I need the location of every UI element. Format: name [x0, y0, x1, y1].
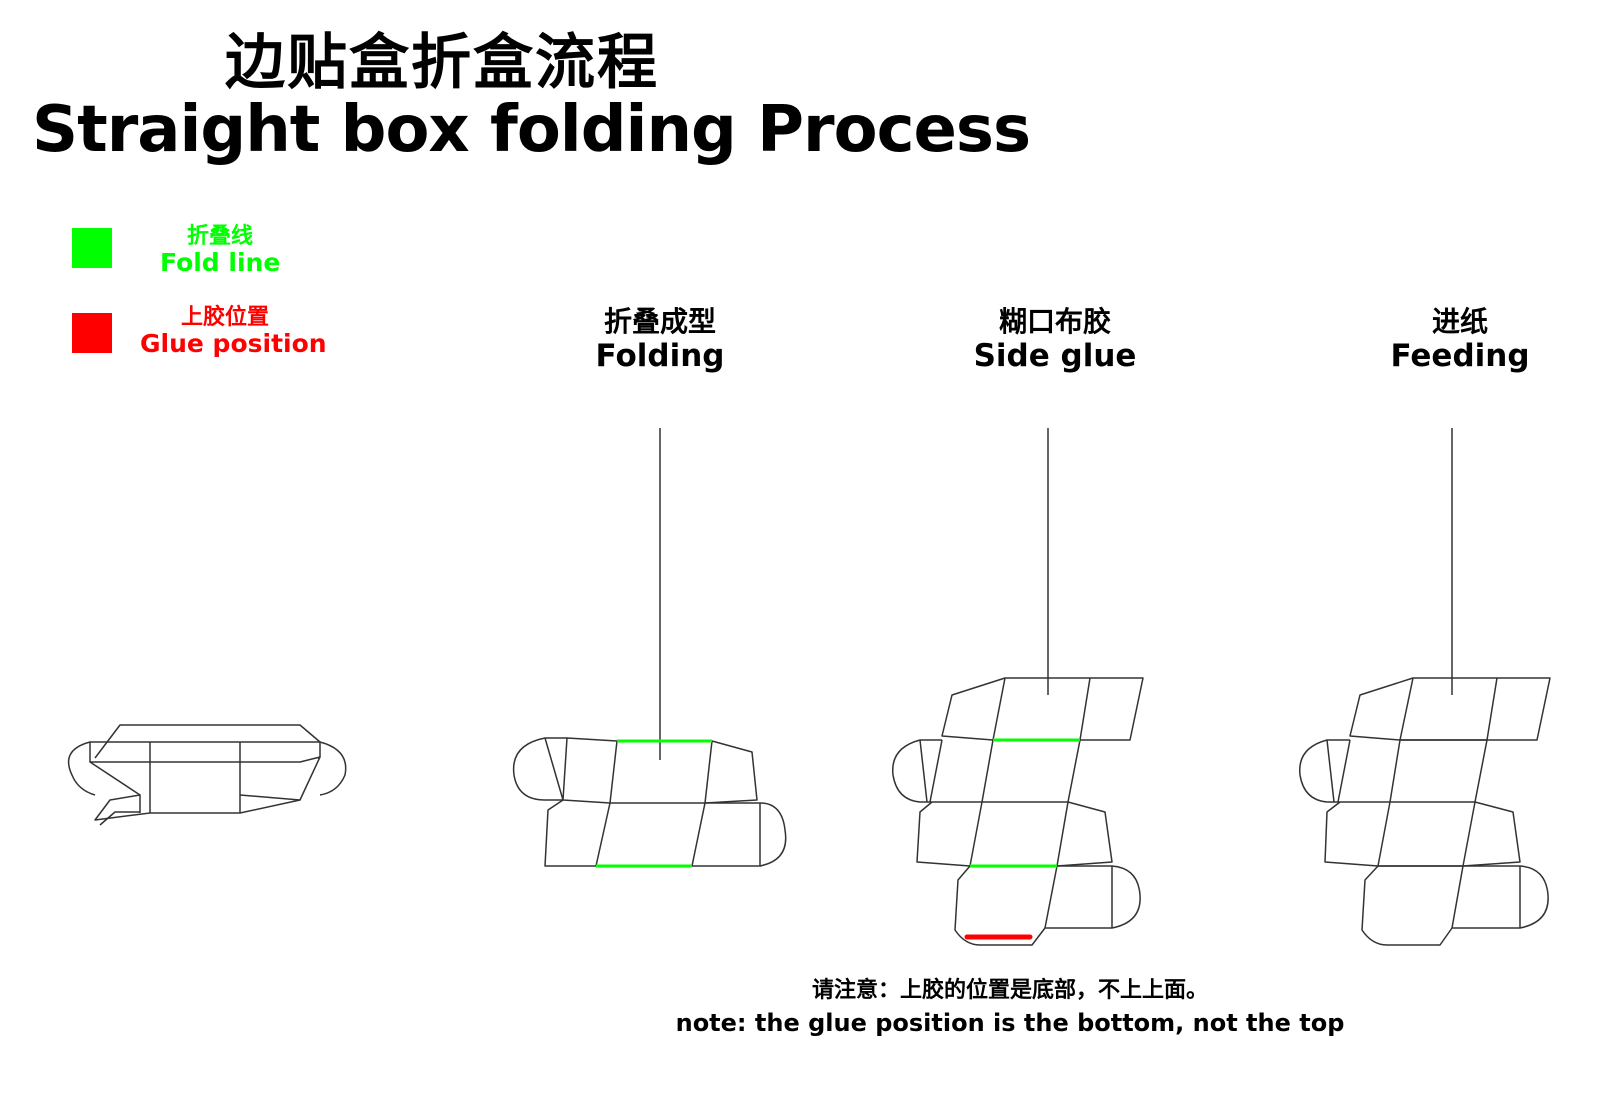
- glue-note-en: note: the glue position is the bottom, n…: [675, 1009, 1345, 1037]
- fold-line-legend-en: Fold line: [160, 248, 281, 277]
- step-side-glue-en: Side glue: [973, 338, 1137, 374]
- fold-line-legend: 折叠线 Fold line: [160, 224, 280, 276]
- step-feeding-en: Feeding: [1390, 338, 1530, 374]
- folded-box-drawing: [67, 724, 347, 826]
- step-folding-cn: 折叠成型: [603, 305, 716, 338]
- step-label-feeding: 进纸 Feeding: [1330, 305, 1590, 373]
- glue-note-cn: 请注意：上胶的位置是底部，不上上面。: [811, 978, 1208, 1003]
- feeding-step-drawing: [1299, 428, 1551, 946]
- step-folding-en: Folding: [595, 338, 725, 374]
- step-label-side-glue: 糊口布胶 Side glue: [925, 305, 1185, 373]
- glue-position-legend-cn: 上胶位置: [180, 305, 269, 330]
- side-glue-step-drawing: [892, 428, 1144, 946]
- fold-line-legend-cn: 折叠线: [186, 224, 253, 249]
- step-feeding-cn: 进纸: [1431, 305, 1488, 338]
- page-title-en: Straight box folding Process: [32, 93, 1031, 167]
- step-label-folding: 折叠成型 Folding: [530, 305, 790, 373]
- glue-note: 请注意：上胶的位置是底部，不上上面。 note: the glue positi…: [590, 975, 1430, 1039]
- folding-step-drawing: [512, 428, 787, 868]
- glue-position-swatch: [72, 313, 112, 353]
- step-side-glue-cn: 糊口布胶: [998, 305, 1111, 338]
- glue-position-legend-en: Glue position: [140, 329, 327, 358]
- fold-line-swatch: [72, 228, 112, 268]
- page-title-cn: 边贴盒折盒流程: [225, 28, 659, 98]
- glue-position-legend: 上胶位置 Glue position: [140, 305, 327, 358]
